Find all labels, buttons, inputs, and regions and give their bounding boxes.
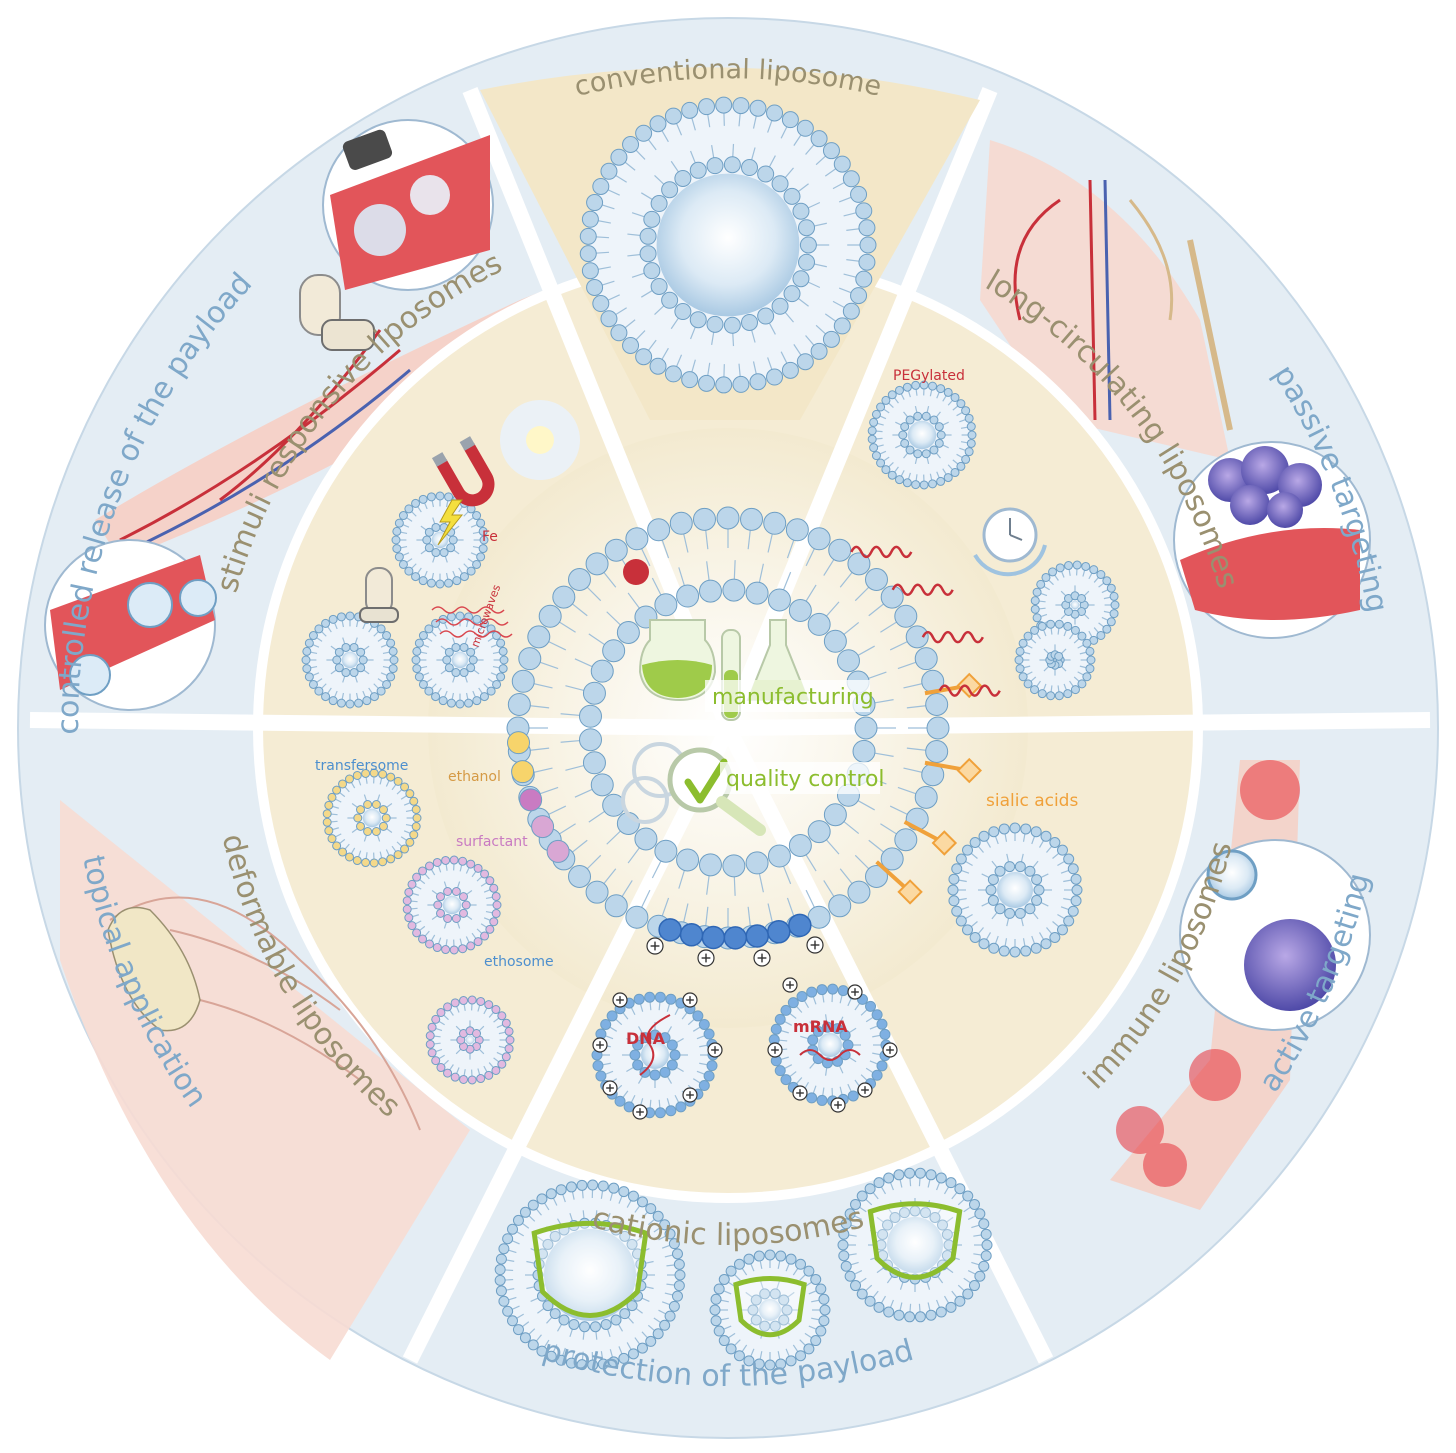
surfactant-label: surfactant: [456, 834, 528, 850]
modified-lipid-head: [531, 815, 555, 839]
quality-control-label: quality control: [726, 767, 885, 792]
lightning-icon: [437, 499, 464, 546]
plus-charge: [806, 936, 824, 954]
peg-chain: [850, 545, 913, 559]
cationic-lipid-head: [767, 920, 791, 944]
immune-liposome: [947, 822, 1083, 958]
long-circulating-liposome-2: [1014, 619, 1096, 701]
sialic-acid: [897, 879, 923, 905]
burst-icon: [500, 400, 580, 480]
dna-label: DNA: [626, 1029, 666, 1048]
dna-strand: [639, 1014, 671, 1076]
transfersome-liposome: [322, 768, 422, 868]
modified-lipid-head: [511, 760, 535, 784]
vessel-zoom-top: [322, 119, 494, 291]
modified-lipid-head: [507, 731, 531, 755]
mrna-label: mRNA: [793, 1017, 848, 1036]
manufacturing-label: manufacturing: [712, 685, 874, 710]
transfersome-label: transfersome: [315, 758, 408, 774]
plus-charge: [753, 949, 771, 967]
conventional-liposome: [579, 96, 877, 394]
sialic-acid: [931, 830, 958, 856]
shield-icon: [867, 1201, 963, 1280]
shield-icon: [531, 1220, 649, 1318]
mrna-cationic-liposome: [768, 983, 892, 1107]
pegylated-label: PEGylated: [893, 368, 965, 384]
modified-lipid-head: [519, 788, 543, 812]
cream-blob: [107, 906, 201, 1032]
plus-charge: [612, 992, 628, 1008]
torso-anatomy: [1013, 179, 1233, 431]
inflamed-joints: [1116, 760, 1300, 1187]
plus-charge: [682, 1087, 698, 1103]
magnetic-liposome: [391, 491, 489, 589]
plus-charge: [602, 1080, 618, 1096]
sector-liposomes: [301, 380, 1260, 1120]
handheld-ultrasound-icon: [299, 274, 375, 351]
cationic-lipid-head: [788, 913, 812, 938]
sialic-acids-label: sialic acids: [986, 791, 1078, 811]
microwaves-icon: [431, 606, 513, 638]
cationic-lipid-head: [745, 924, 769, 948]
plus-charge: [682, 992, 698, 1008]
plus-charge: [697, 949, 715, 967]
quality-label-bg: [720, 762, 880, 794]
fe-label: Fe: [482, 529, 498, 545]
plus-charge: [632, 1104, 648, 1120]
cationic-lipid-head: [658, 918, 682, 942]
cationic-charges: [646, 936, 824, 967]
shield-icon: [733, 1276, 807, 1338]
plus-charge: [592, 1037, 608, 1053]
plus-charge: [646, 937, 664, 955]
modified-lipid-head: [546, 839, 570, 863]
plus-charge: [830, 1097, 846, 1113]
mrna-strand: [799, 1049, 861, 1061]
central-liposome: [506, 506, 983, 950]
sialic-acid: [956, 757, 983, 784]
peg-chains: [850, 545, 1001, 697]
plus-charge: [882, 1042, 898, 1058]
pegylated-liposome: [867, 380, 977, 490]
peg-chain: [921, 630, 984, 644]
checkmark-icon: [684, 758, 728, 804]
vessel-zoom-bottom: [44, 539, 217, 711]
dna-cationic-liposome: [591, 991, 719, 1119]
protection-liposomes: [494, 1167, 993, 1371]
plus-charge: [767, 1042, 783, 1058]
ultrasound-liposome: [301, 611, 399, 709]
hand-topical: [109, 896, 421, 1131]
cationic-lipid-head: [679, 923, 704, 947]
ethosome-liposome: [402, 855, 502, 955]
plus-charge: [847, 984, 863, 1000]
cationic-lipid-head: [723, 926, 748, 950]
plus-charge: [782, 977, 798, 993]
ethanol-label: ethanol: [448, 769, 501, 785]
clock-icon: [973, 507, 1047, 577]
target-cell-zoom: [1179, 839, 1371, 1031]
magnet-icon: [431, 436, 495, 507]
payload-particle: [623, 559, 649, 585]
ultrasound-probe-icon: [359, 567, 399, 623]
sialic-acid: [956, 672, 983, 699]
ethosome-label: ethosome: [484, 954, 554, 970]
plus-charge: [707, 1042, 723, 1058]
peg-chain: [938, 684, 1001, 697]
tumor-zoom: [1173, 441, 1371, 639]
conventional-liposome-shape: [579, 96, 877, 394]
plus-charge: [792, 1085, 808, 1101]
manufacturing-label-bg: [705, 680, 870, 712]
magnifier-icon: [621, 742, 766, 836]
plus-charge: [857, 1082, 873, 1098]
peg-chain: [891, 583, 954, 597]
deformed-liposome: [425, 995, 515, 1085]
microwave-liposome: [411, 611, 509, 709]
cationic-lipid-head: [701, 925, 726, 950]
forearm-veins: [119, 329, 411, 552]
